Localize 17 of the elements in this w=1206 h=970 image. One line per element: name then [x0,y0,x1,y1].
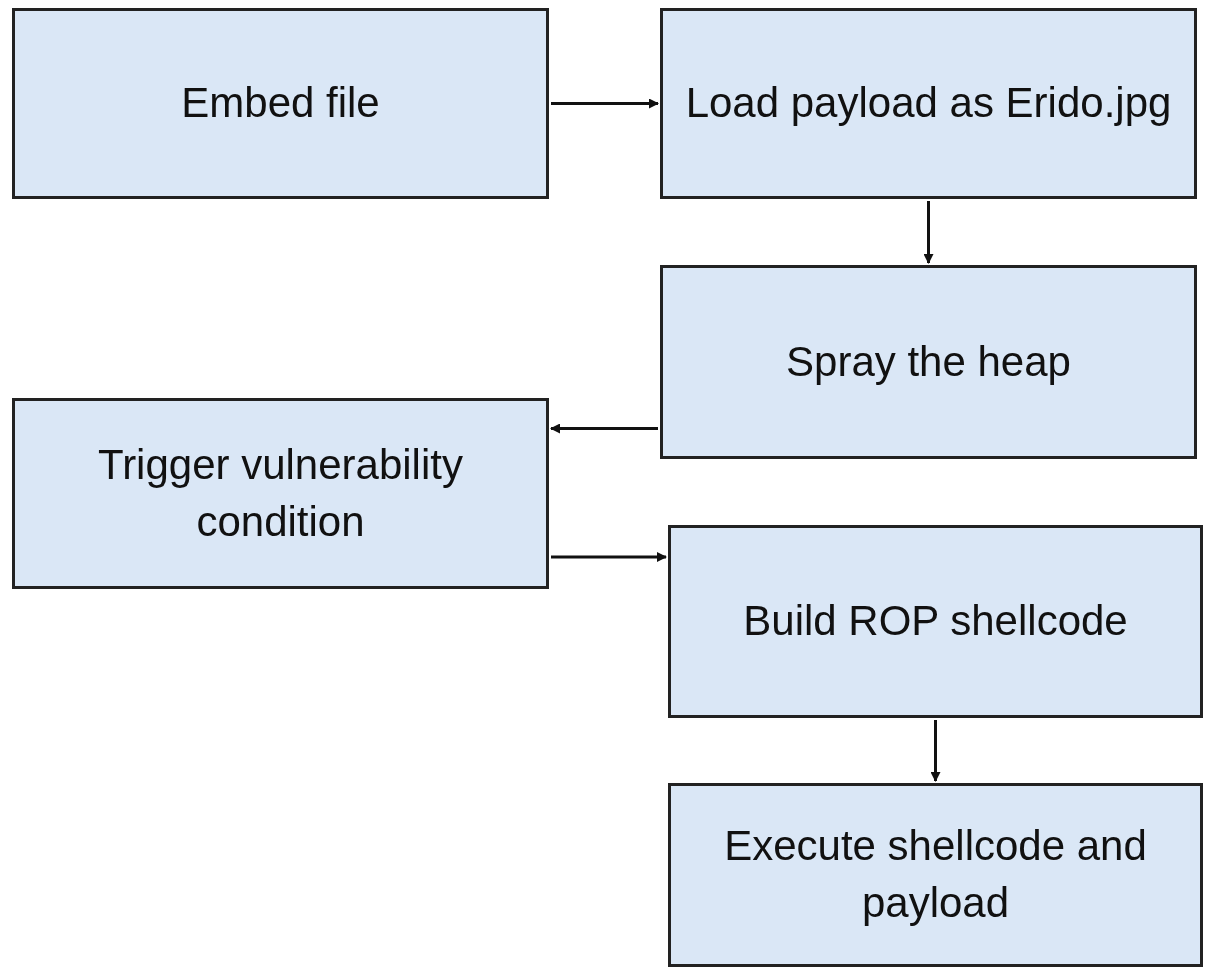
box-label: Embed file [180,78,381,129]
box-label: Load payload as Erido.jpg [684,78,1173,129]
arrow [551,552,667,562]
arrow [550,423,658,434]
process-box [668,783,1203,967]
process-box [12,398,549,589]
process-box [660,8,1197,199]
arrow [923,201,934,264]
arrow [930,720,941,782]
process-box [668,525,1203,718]
process-box [660,265,1197,459]
arrow [551,98,659,109]
box-label: Build ROP shellcode [742,596,1129,647]
process-box [12,8,549,199]
box-label: Spray the heap [785,336,1072,387]
box-label: Execute shellcode and payload [723,821,1148,928]
box-label: Trigger vulnerability condition [97,439,464,547]
